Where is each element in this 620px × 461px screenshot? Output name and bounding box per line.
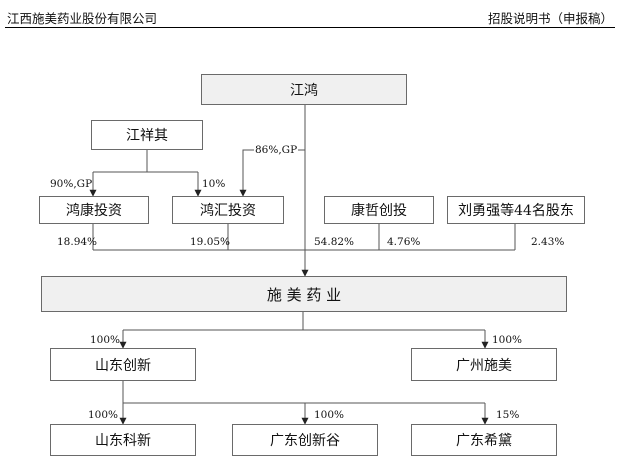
label-shimei-gzsm: 100% [492,334,523,346]
node-hongkang: 鸿康投资 [39,196,149,224]
node-shimei: 施 美 药 业 [41,276,567,312]
node-guangdong-xidai: 广东希黛 [411,424,557,456]
node-shandong-kexin: 山东科新 [50,424,196,456]
node-kangzhe: 康哲创投 [324,196,434,224]
label-liuyq-shimei: 2.43% [531,236,565,248]
label-jh-honghui: 86%,GP [254,144,299,156]
shimei-branch-line [123,312,485,331]
jxq-branch-line [93,150,198,173]
label-jxq-honghui: 10% [202,178,226,190]
company-name: 江西施美药业股份有限公司 [7,11,158,26]
page-header: 江西施美药业股份有限公司 招股说明书（申报稿） [0,0,620,30]
label-honghui-shimei: 19.05% [190,236,231,248]
header-divider [5,27,615,28]
arrow-jh-honghui [239,149,305,197]
shareholder-bus [92,224,516,251]
node-jiangxiangqi: 江祥其 [91,120,203,150]
node-guangzhou-shimei: 广州施美 [411,348,557,381]
node-guangdong-chuangxingu: 广东创新谷 [232,424,378,456]
label-kangzhe-shimei: 4.76% [387,236,421,248]
label-hongkang-shimei: 18.94% [57,236,98,248]
node-honghui: 鸿汇投资 [172,196,284,224]
label-sdcx-gdcxg: 100% [314,409,345,421]
label-shimei-sdcx: 100% [90,334,121,346]
node-shandong-chuangxin: 山东创新 [50,348,196,381]
node-jianghong: 江鸿 [201,74,407,105]
label-jxq-hongkang: 90%,GP [50,178,93,190]
label-sdcx-sdkx: 100% [88,409,119,421]
sdcx-branch-line [122,381,485,404]
label-sdcx-gdxd: 15% [496,409,520,421]
label-jh-shimei: 54.82% [314,236,355,248]
document-title: 招股说明书（申报稿） [487,11,613,26]
node-liuyongqiang: 刘勇强等44名股东 [447,196,585,224]
